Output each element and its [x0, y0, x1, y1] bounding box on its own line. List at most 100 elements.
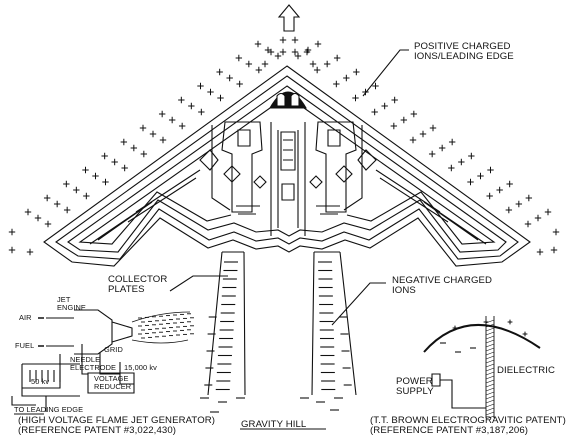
voltage-reducer-line-1: VOLTAGE [94, 374, 129, 383]
needle-electrode-label: NEEDLE ELECTRODE [70, 356, 116, 372]
power-supply-label: POWER SUPPLY [396, 377, 434, 397]
kv15000-label: 15,000 kv [124, 363, 157, 372]
plus-icon [314, 40, 322, 48]
kv50-label: 50 kv [31, 377, 50, 386]
plus-icon [410, 110, 418, 118]
plus-icon [400, 116, 408, 124]
plus-icon [507, 319, 513, 325]
collector-plates-line-1: COLLECTOR [108, 274, 168, 285]
collector-plate-left [207, 251, 246, 396]
plus-icon [8, 228, 16, 236]
plus-icon [309, 60, 317, 68]
voltage-reducer-line-2: REDUCER [94, 382, 132, 391]
plus-icon [34, 214, 42, 222]
plus-icon [274, 52, 282, 60]
plus-icon [390, 122, 398, 130]
plus-icon [198, 108, 205, 116]
plus-icon [506, 180, 513, 188]
negative-charged-line-1: NEGATIVE CHARGED [392, 275, 493, 286]
flame-plume-marks [138, 313, 194, 339]
jet-engine-line-1: JET [57, 295, 71, 304]
plus-icon [448, 138, 456, 146]
collector-plates-line-2: PLATES [108, 284, 145, 295]
plus-icon [236, 80, 243, 88]
plus-icon [550, 246, 558, 254]
dielectric-hatch [485, 319, 495, 420]
plus-icon [428, 150, 436, 158]
plus-icon [267, 48, 275, 56]
right-caption: (T.T. BROWN ELECTROGRAVITIC PATENT) (REF… [370, 416, 566, 436]
plus-icon [343, 74, 350, 82]
plus-icon [452, 325, 458, 331]
plus-icon [158, 110, 166, 118]
grid-label: GRID [104, 345, 123, 354]
plus-icon [216, 68, 223, 76]
plus-icon [254, 40, 262, 48]
plus-icon [381, 102, 388, 110]
plus-icon [63, 206, 71, 214]
plus-icon [362, 88, 369, 96]
positive-charged-line-1: POSITIVE CHARGED [414, 41, 511, 52]
voltage-reducer-label: VOLTAGE REDUCER [94, 375, 131, 391]
plus-icon [525, 194, 533, 202]
plus-icon [53, 200, 61, 208]
up-arrow-icon [277, 4, 301, 32]
plus-icon [120, 138, 128, 146]
aircraft-planform [43, 65, 531, 267]
plus-icon [92, 172, 99, 180]
positive-charged-label: POSITIVE CHARGED IONS/LEADING EDGE [414, 42, 514, 62]
needle-electrode-line-2: ELECTRODE [70, 363, 117, 372]
plus-icon [333, 80, 340, 88]
plus-icon [26, 248, 34, 256]
plus-icon [207, 88, 214, 96]
positive-charge-marks [8, 36, 560, 337]
plus-icon [419, 130, 427, 138]
negative-charged-line-2: IONS [392, 285, 416, 296]
plus-icon [121, 164, 128, 172]
plus-icon [82, 166, 89, 174]
plus-icon [544, 208, 552, 216]
plus-icon [468, 152, 475, 160]
plus-icon [486, 192, 493, 200]
negative-charge-marks [200, 261, 476, 413]
plus-icon [188, 102, 195, 110]
air-label: AIR [19, 313, 32, 322]
leader-negative [331, 282, 386, 326]
plus-icon [279, 48, 287, 56]
plus-icon [24, 208, 32, 216]
plus-icon [226, 74, 233, 82]
plus-icon [279, 36, 287, 44]
plus-icon [391, 96, 398, 104]
plus-icon [477, 172, 484, 180]
plus-icon [352, 94, 359, 102]
plus-icon [255, 66, 263, 74]
plus-icon [291, 36, 299, 44]
dielectric-label: DIELECTRIC [497, 365, 556, 376]
positive-charged-line-2: IONS/LEADING EDGE [414, 51, 514, 62]
plus-icon [159, 136, 167, 144]
plus-icon [8, 246, 16, 254]
plus-icon [83, 192, 90, 200]
plus-icon [261, 60, 269, 68]
plus-icon [294, 52, 302, 60]
plus-icon [429, 124, 437, 132]
plus-icon [178, 96, 185, 104]
plus-icon [458, 158, 465, 166]
plus-icon [245, 60, 253, 68]
plus-icon [140, 150, 148, 158]
plus-icon [522, 331, 528, 337]
plus-icon [111, 158, 118, 166]
plus-icon [552, 228, 560, 236]
plus-icon [534, 214, 542, 222]
right-caption-line-2: (REFERENCE PATENT #3,187,206) [370, 425, 529, 436]
plus-icon [139, 124, 147, 132]
plus-icon [217, 94, 224, 102]
plus-icon [487, 166, 494, 174]
plus-icon [438, 144, 446, 152]
plus-icon [130, 144, 138, 152]
flame-plume [131, 311, 191, 344]
to-leading-edge-label: TO LEADING EDGE [14, 405, 84, 414]
plus-icon [73, 186, 80, 194]
